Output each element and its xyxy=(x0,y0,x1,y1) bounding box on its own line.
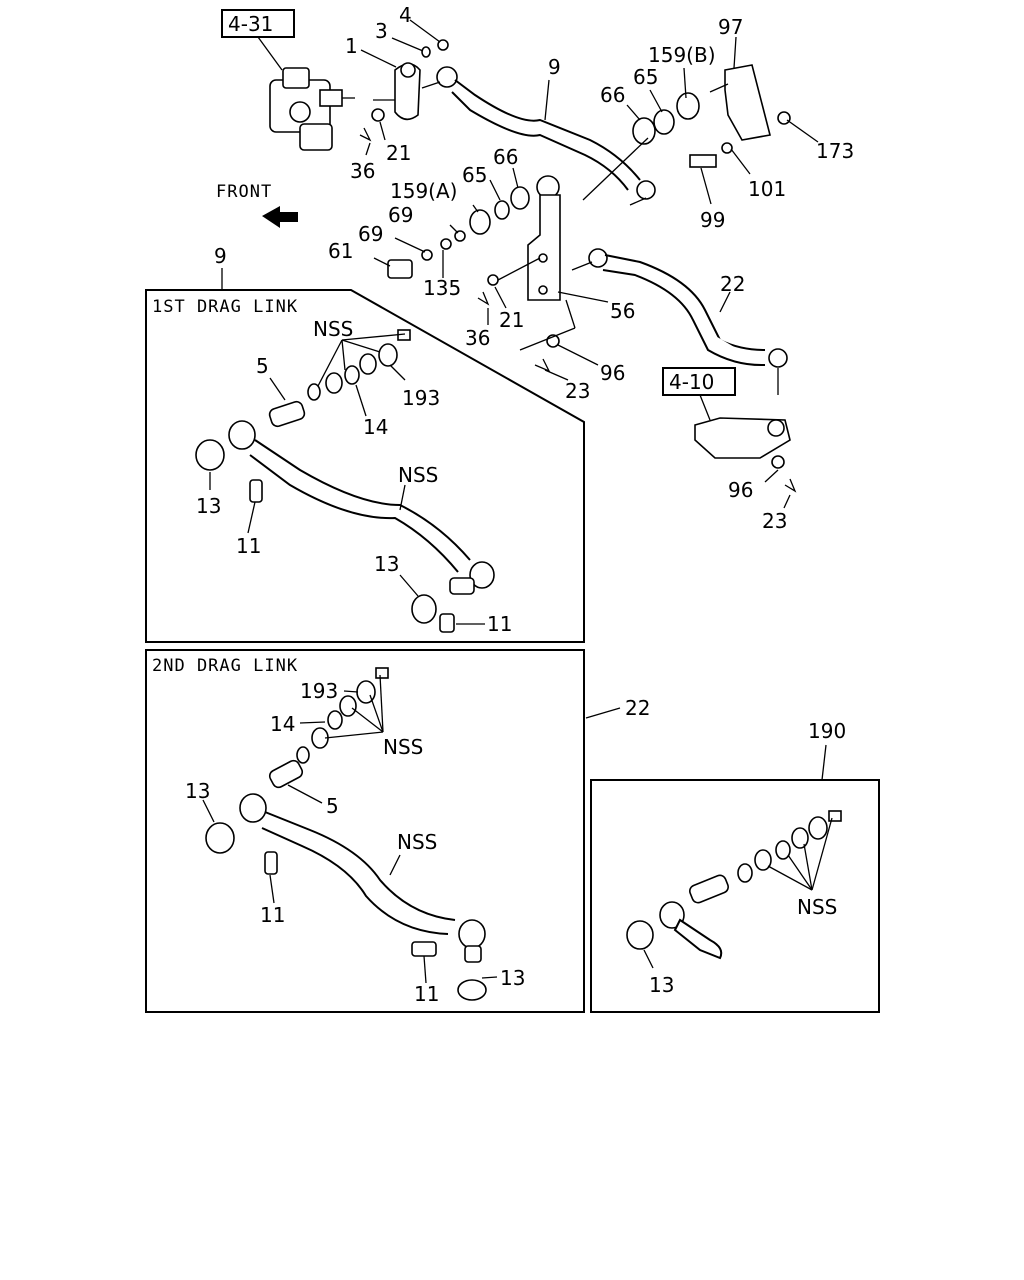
front-arrow-icon xyxy=(262,206,298,228)
part-22-label-box: 22 xyxy=(625,696,650,720)
ref-box-4-10[interactable] xyxy=(662,367,736,396)
part-21-label-mid: 21 xyxy=(499,308,524,332)
ref-label-4-31: 4-31 xyxy=(228,12,273,36)
part-66-label-upper: 66 xyxy=(600,83,625,107)
part-4-label: 4 xyxy=(399,3,412,27)
first-part-11-label-b: 11 xyxy=(487,612,512,636)
part-96-label-mid: 96 xyxy=(600,361,625,385)
part-190-label: 190 xyxy=(808,719,846,743)
part-1-label: 1 xyxy=(345,34,358,58)
part-65-label-upper: 65 xyxy=(633,65,658,89)
first-part-5-label: 5 xyxy=(256,354,269,378)
part-69-label-a: 69 xyxy=(388,203,413,227)
second-nss-label-top: NSS xyxy=(383,735,423,759)
first-drag-link-parts xyxy=(195,329,495,633)
part-66-label-mid: 66 xyxy=(493,145,518,169)
part-99-label: 99 xyxy=(700,208,725,232)
second-drag-link-leaders xyxy=(202,674,498,984)
part-22-label-upper: 22 xyxy=(720,272,745,296)
part-96-label-right: 96 xyxy=(728,478,753,502)
second-part-14-label: 14 xyxy=(270,712,295,736)
part-36-label-mid: 36 xyxy=(465,326,490,350)
first-nss-label-top: NSS xyxy=(313,317,353,341)
second-part-13-label-b: 13 xyxy=(500,966,525,990)
part-97-label: 97 xyxy=(718,15,743,39)
leader-lines-upper xyxy=(360,19,819,509)
idler-arm-56 xyxy=(527,175,561,301)
assembly-190-part-13-label: 13 xyxy=(649,973,674,997)
part-69-label-b: 69 xyxy=(358,222,383,246)
part-9-label-upper: 9 xyxy=(548,55,561,79)
part-23-label-mid: 23 xyxy=(565,379,590,403)
assembly-190-frame xyxy=(590,779,880,1013)
second-part-11-label-a: 11 xyxy=(260,903,285,927)
first-drag-link-frame xyxy=(145,289,585,643)
part-61-label: 61 xyxy=(328,239,353,263)
ref-label-4-10: 4-10 xyxy=(669,370,714,394)
first-part-13-label-b: 13 xyxy=(374,552,399,576)
part-101-label: 101 xyxy=(748,177,786,201)
first-part-14-label: 14 xyxy=(363,415,388,439)
assembly-190-nss-label: NSS xyxy=(797,895,837,919)
lower-drag-link-22 xyxy=(571,248,788,395)
second-drag-link-title: 2ND DRAG LINK xyxy=(152,656,298,676)
front-label: FRONT xyxy=(216,182,272,202)
part-21-label-upper: 21 xyxy=(386,141,411,165)
bracket-97 xyxy=(724,64,771,141)
first-drag-link-title: 1ST DRAG LINK xyxy=(152,297,298,317)
second-part-193-label: 193 xyxy=(300,679,338,703)
part-3-label: 3 xyxy=(375,19,388,43)
part-135-label: 135 xyxy=(423,276,461,300)
second-part-5-label: 5 xyxy=(326,794,339,818)
knuckle-arm xyxy=(694,417,791,459)
part-56-label: 56 xyxy=(610,299,635,323)
part-36-label-upper: 36 xyxy=(350,159,375,183)
part-65-label-mid: 65 xyxy=(462,163,487,187)
part-23-label-right: 23 xyxy=(762,509,787,533)
second-nss-label-mid: NSS xyxy=(397,830,437,854)
first-part-11-label-a: 11 xyxy=(236,534,261,558)
second-drag-link-frame xyxy=(145,649,585,1013)
part-173-label: 173 xyxy=(816,139,854,163)
second-part-13-label-a: 13 xyxy=(185,779,210,803)
part-159b-label: 159(B) xyxy=(648,43,716,67)
first-part-193-label: 193 xyxy=(402,386,440,410)
assembly-190-parts xyxy=(626,810,842,960)
part-9-label-box: 9 xyxy=(214,244,227,268)
upper-drag-link-9 xyxy=(421,66,656,206)
assembly-190-leaders xyxy=(643,817,833,969)
first-part-13-label-a: 13 xyxy=(196,494,221,518)
part-159a-label: 159(A) xyxy=(390,179,457,203)
second-drag-link-parts xyxy=(205,667,487,1001)
first-drag-link-leaders xyxy=(209,333,485,625)
steering-gear-box xyxy=(269,67,355,151)
first-nss-label-mid: NSS xyxy=(398,463,438,487)
second-part-11-label-b: 11 xyxy=(414,982,439,1006)
